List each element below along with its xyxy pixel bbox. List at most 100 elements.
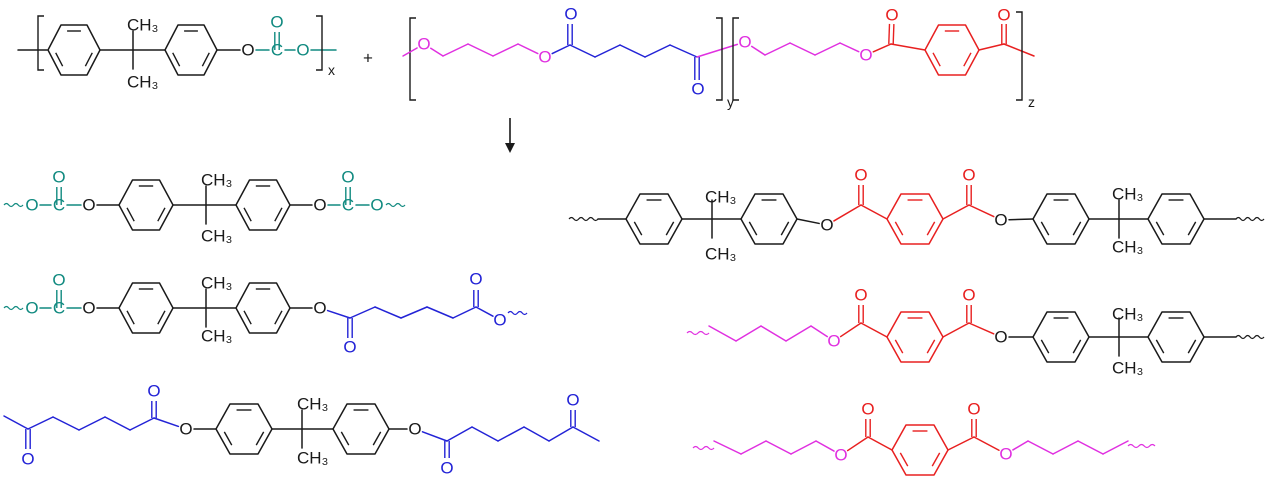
methyl-label: CH₃ <box>127 16 158 35</box>
close-bracket <box>716 17 723 101</box>
oxygen-atom: O <box>341 168 354 187</box>
ring-double-bond <box>126 207 135 222</box>
oxygen-atom: O <box>343 338 356 357</box>
ring-double-bond <box>340 431 350 446</box>
methyl-label: CH₃ <box>297 395 328 414</box>
ring-double-bond <box>243 310 252 325</box>
subscript-x: x <box>328 62 335 78</box>
wavy-bond-end <box>3 305 24 311</box>
ring-outline <box>1147 193 1205 245</box>
carbon-atom: C <box>342 196 354 215</box>
wavy-bond-end <box>1235 334 1265 340</box>
methyl-label: CH₃ <box>1112 185 1143 204</box>
open-bracket <box>37 15 44 71</box>
ring-outline <box>886 193 944 245</box>
oxygen-atom: O <box>417 35 430 54</box>
bond <box>467 43 494 57</box>
ring-double-bond <box>926 221 936 236</box>
double-bond <box>888 23 891 44</box>
ring-double-bond <box>223 431 233 446</box>
ring-double-bond <box>926 339 936 354</box>
oxygen-atom: O <box>52 271 65 290</box>
oxygen-atom: O <box>408 420 421 439</box>
bond <box>349 306 376 319</box>
bond <box>517 43 539 55</box>
bond <box>426 306 454 319</box>
ring-double-bond <box>274 207 283 222</box>
oxygen-atom: O <box>999 445 1012 464</box>
bond <box>569 44 596 58</box>
benzene-ring <box>886 311 944 363</box>
wavy-bond-end <box>385 202 406 208</box>
bond <box>669 44 698 58</box>
bond <box>644 44 671 58</box>
methyl-label: CH₃ <box>705 188 736 207</box>
ring-outline <box>1032 311 1090 363</box>
ring-double-bond <box>243 207 252 222</box>
ring-outline <box>924 24 980 76</box>
bond <box>27 416 54 430</box>
bond <box>760 325 787 342</box>
oxygen-atom: O <box>962 166 975 185</box>
bond <box>833 204 862 222</box>
oxygen-atom: O <box>820 216 833 235</box>
bond <box>402 47 418 57</box>
ring-double-bond <box>894 339 904 354</box>
oxygen-atom: O <box>994 328 1007 347</box>
oxygen-atom: O <box>859 46 872 65</box>
ring-outline <box>625 193 683 245</box>
ring-double-bond <box>780 221 790 236</box>
benzene-ring <box>1147 311 1205 363</box>
bond <box>947 436 975 451</box>
bond <box>973 436 1000 451</box>
wavy-bond-end <box>692 445 715 451</box>
oxygen-atom: O <box>566 391 579 410</box>
bond <box>548 426 574 442</box>
benzene-ring <box>1147 193 1205 245</box>
bond <box>523 426 550 442</box>
ring-outline <box>332 403 390 455</box>
methyl-label: CH₃ <box>127 73 158 92</box>
bond <box>713 440 742 455</box>
ring-outline <box>886 311 944 363</box>
ring-double-bond <box>1155 339 1165 354</box>
bond <box>1012 440 1029 451</box>
ring-double-bond <box>1040 339 1050 354</box>
oxygen-atom: O <box>469 270 482 289</box>
wavy-bond-end <box>568 216 599 222</box>
ring-outline <box>1032 193 1090 245</box>
bond <box>872 43 892 53</box>
oxygen-atom: O <box>370 196 383 215</box>
oxygen-atom: O <box>313 299 326 318</box>
oxygen-atom: O <box>564 5 577 24</box>
double-bond <box>892 24 895 45</box>
bond <box>1008 218 1034 221</box>
methyl-label: CH₃ <box>297 449 328 468</box>
bond <box>815 440 835 452</box>
bond <box>421 431 448 442</box>
ring-outline <box>118 282 174 334</box>
bond <box>735 325 762 342</box>
ring-double-bond <box>372 431 382 446</box>
bond <box>1077 440 1104 455</box>
ring-double-bond <box>899 452 909 467</box>
bond <box>1102 440 1129 455</box>
methyl-label: CH₃ <box>201 327 232 346</box>
bond <box>740 440 767 455</box>
ring-outline <box>47 24 101 76</box>
bond <box>572 426 600 442</box>
oxygen-atom: O <box>861 400 874 419</box>
ring-outline <box>215 403 273 455</box>
ring-outline <box>118 179 174 231</box>
ring-double-bond <box>55 52 64 67</box>
bond <box>452 306 477 319</box>
oxygen-atom: O <box>834 446 847 465</box>
bond <box>400 306 428 319</box>
close-bracket <box>316 15 323 71</box>
oxygen-atom: O <box>82 299 95 318</box>
oxygen-atom: O <box>967 400 980 419</box>
bond <box>497 426 525 442</box>
methyl-label: CH₃ <box>201 274 232 293</box>
ring-double-bond <box>157 310 166 325</box>
